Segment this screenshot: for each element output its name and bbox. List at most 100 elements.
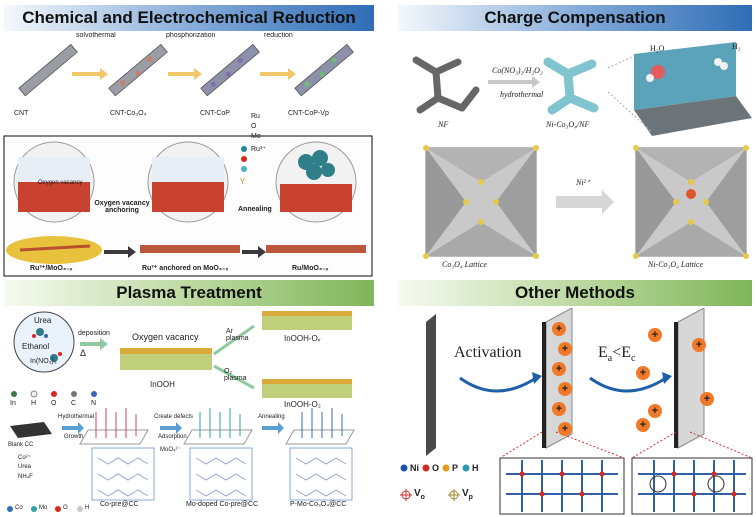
positive-charge-ball: +	[692, 338, 706, 352]
reagent-urea: Urea	[34, 316, 52, 325]
element-in: In	[10, 400, 16, 407]
reaction-reagents: Co(NO₃)₂/H₂O₂	[492, 66, 543, 75]
o2-plasma-label: O₂ plasma	[224, 368, 247, 382]
vo-label: Vo	[414, 488, 425, 501]
sample-cnt-cop-vp: CNT-CoP-Vp	[288, 110, 329, 117]
energy-condition: Ea<Ec	[598, 344, 635, 364]
step-reduction: reduction	[264, 32, 293, 39]
process-arrows	[72, 68, 296, 80]
charge-compensation-panel: Co(NO₃)₂/H₂O₂ hydrothermal NF Ni-Co₃O₄/N…	[396, 32, 756, 278]
reagent-in-nitrate: In(NO₃)₃	[30, 358, 57, 365]
positive-charge-ball: +	[700, 392, 714, 406]
positive-charge-ball: +	[558, 382, 572, 396]
vp-subscript: p	[468, 494, 473, 501]
ea-symbol: E	[598, 344, 608, 361]
sample-cnt-cop: CNT-CoP	[200, 110, 230, 117]
element-n: N	[91, 400, 97, 407]
structure-box-3	[289, 447, 353, 501]
inooh-ov-label: InOOH-Oᵥ	[284, 334, 321, 343]
legend-ru: Ru	[251, 113, 260, 120]
vp-letter: V	[462, 488, 469, 499]
vo-letter: V	[414, 488, 421, 499]
positive-charge-ball: +	[648, 404, 662, 418]
reaction-condition: hydrothermal	[500, 90, 544, 99]
reagent-ethanol: Ethanol	[22, 342, 50, 351]
vp-label: Vp	[462, 488, 473, 501]
legend-o: O	[251, 123, 257, 130]
moo4-label: MoO₄²⁻	[160, 447, 181, 453]
inooh-ov-slab	[262, 311, 352, 330]
sample-ru-moo3: Ru/MoO₃₋ₓ	[292, 265, 329, 272]
vacancy-label: Oxygen vacancy	[38, 180, 83, 186]
nf-label: NF	[438, 120, 449, 129]
lattice-box-left	[499, 457, 625, 515]
hydrothermal-label: Hydrothermal	[58, 414, 95, 420]
ni-co3o4-lattice-label: Ni-Co₃O₄ Lattice	[648, 260, 704, 269]
precursor-circle	[13, 311, 75, 373]
atom-legend-bottom	[7, 506, 83, 512]
element-h: H	[31, 400, 37, 407]
ni-ion-label: Ni²⁺	[576, 178, 591, 187]
cnt-cop-tube	[200, 43, 260, 97]
charge-compensation-figure	[412, 42, 752, 259]
vo-symbol	[400, 489, 412, 501]
step-annealing: Annealing	[238, 206, 272, 213]
atom-o: O	[63, 505, 68, 511]
positive-charge-ball: +	[636, 418, 650, 432]
stage-co-pre: Co-pre@CC	[100, 501, 139, 508]
delta-label: Δ	[80, 348, 87, 358]
substrate-b	[140, 245, 240, 253]
banner-charge-compensation: Charge Compensation	[398, 5, 752, 31]
growth-label: Growth	[64, 434, 84, 440]
banner-plasma-treatment: Plasma Treatment	[4, 280, 374, 306]
co3o4-lattice	[425, 147, 537, 257]
legend-p: P	[452, 463, 459, 473]
sample-ru3-anchored: Ru³⁺ anchored on MoO₃₋ₓ	[142, 265, 229, 272]
substrate-c	[266, 245, 366, 253]
additive-co: Co²⁺	[18, 455, 31, 461]
adsorption-label: Adsorption	[158, 434, 187, 440]
lt-ec-symbol: <E	[612, 344, 632, 361]
legend-ru3: Ru³⁺	[251, 146, 266, 153]
vo-subscript: o	[420, 494, 425, 501]
sample-ru3-moo3: Ru³⁺/MoO₃₋ₓ	[30, 265, 73, 272]
inooh-o2-label: InOOH-O₂	[284, 400, 321, 409]
positive-charge-ball: +	[552, 362, 566, 376]
catalyst-surface	[634, 42, 752, 136]
other-methods-panel: Activation Ea<Ec Ni O P H Vo Vp ++++++++…	[396, 308, 756, 517]
stage-p-mo-co3o4: P-Mo-Co₃O₄@CC	[290, 501, 347, 508]
precursor-molecules	[32, 328, 62, 362]
plain-electrode	[426, 314, 436, 456]
blank-cc-label: Blank CC	[8, 442, 34, 448]
legend-ni: Ni	[410, 463, 419, 473]
chem-reduction-panel: Y solvothermal phosphorization reduction…	[0, 32, 378, 278]
element-c: C	[71, 400, 77, 407]
legend-mo: Mo	[251, 133, 261, 140]
zoom-circle-c	[275, 141, 357, 223]
banner-other-methods: Other Methods	[398, 280, 752, 306]
p-mo-co3o4-cc	[285, 429, 355, 445]
lattice-box-right	[631, 457, 753, 515]
activation-arrow	[459, 376, 537, 393]
element-o: O	[51, 400, 57, 407]
lattice-atoms	[519, 471, 737, 497]
ni-co3o4-lattice	[635, 147, 747, 257]
positive-charge-ball: +	[636, 366, 650, 380]
h2o-label: H₂O	[650, 44, 665, 53]
annealing-label: Annealing	[258, 414, 285, 420]
ni-co3o4-foam	[543, 57, 599, 115]
atom-co: Co	[15, 505, 23, 511]
blank-cc	[10, 422, 52, 438]
nf-foam	[412, 56, 480, 114]
element-legend	[11, 390, 97, 398]
additive-urea: Urea	[18, 464, 32, 470]
inooh-o2-slab	[262, 379, 352, 398]
deposition-label: deposition	[78, 330, 110, 337]
positive-charge-ball: +	[558, 422, 572, 436]
zoom-circle-a	[13, 141, 95, 223]
positive-charge-ball: +	[552, 322, 566, 336]
legend-h: H	[472, 463, 479, 473]
cnt-co3o4-tube	[108, 43, 168, 97]
positive-charge-ball: +	[558, 342, 572, 356]
positive-charge-ball: +	[552, 402, 566, 416]
